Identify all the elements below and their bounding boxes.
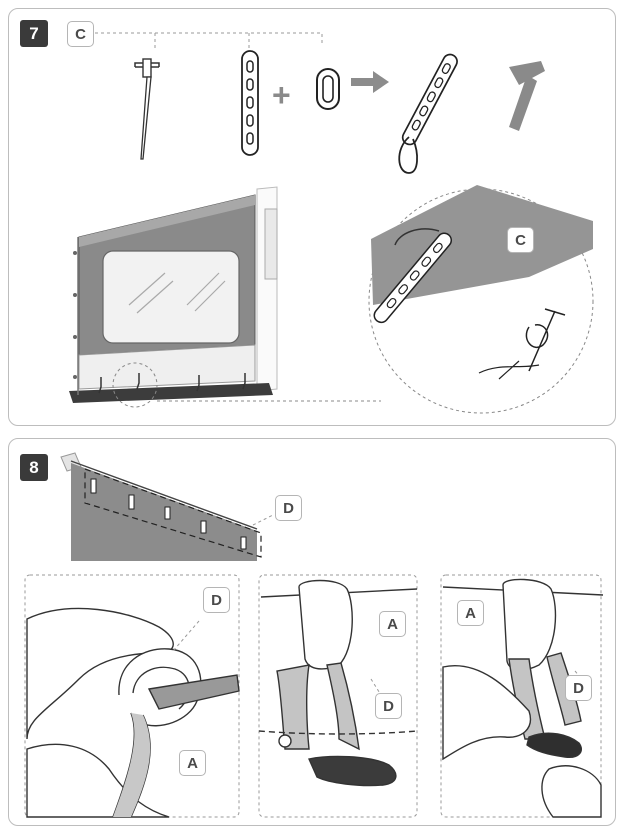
detail-2-label-a: A	[379, 611, 406, 637]
peg-icon	[134, 58, 160, 160]
arrow-right-icon	[351, 71, 389, 93]
awning-panel-illustration	[69, 185, 594, 414]
awning-edge-illustration	[24, 452, 604, 818]
step-number: 7	[20, 20, 48, 47]
rubber-strap-icon	[241, 50, 259, 156]
step-8-panel: 8	[8, 438, 616, 826]
detail-1-label-a: A	[179, 750, 206, 776]
detail-3-label-a: A	[457, 600, 484, 626]
part-bracket	[95, 32, 323, 49]
part-label: D	[275, 495, 302, 521]
detail-3-label-d: D	[565, 675, 592, 701]
hammer-icon	[509, 61, 545, 131]
ring-icon	[316, 68, 340, 110]
callout-label: C	[507, 227, 534, 253]
step-number: 8	[20, 454, 48, 481]
strap-assembled-icon	[398, 53, 458, 174]
part-label: C	[67, 21, 94, 47]
detail-2-label-d: D	[375, 693, 402, 719]
plus-sign: +	[272, 77, 291, 113]
detail-1-label-d: D	[203, 587, 230, 613]
step-7-panel: 7 C +	[8, 8, 616, 426]
